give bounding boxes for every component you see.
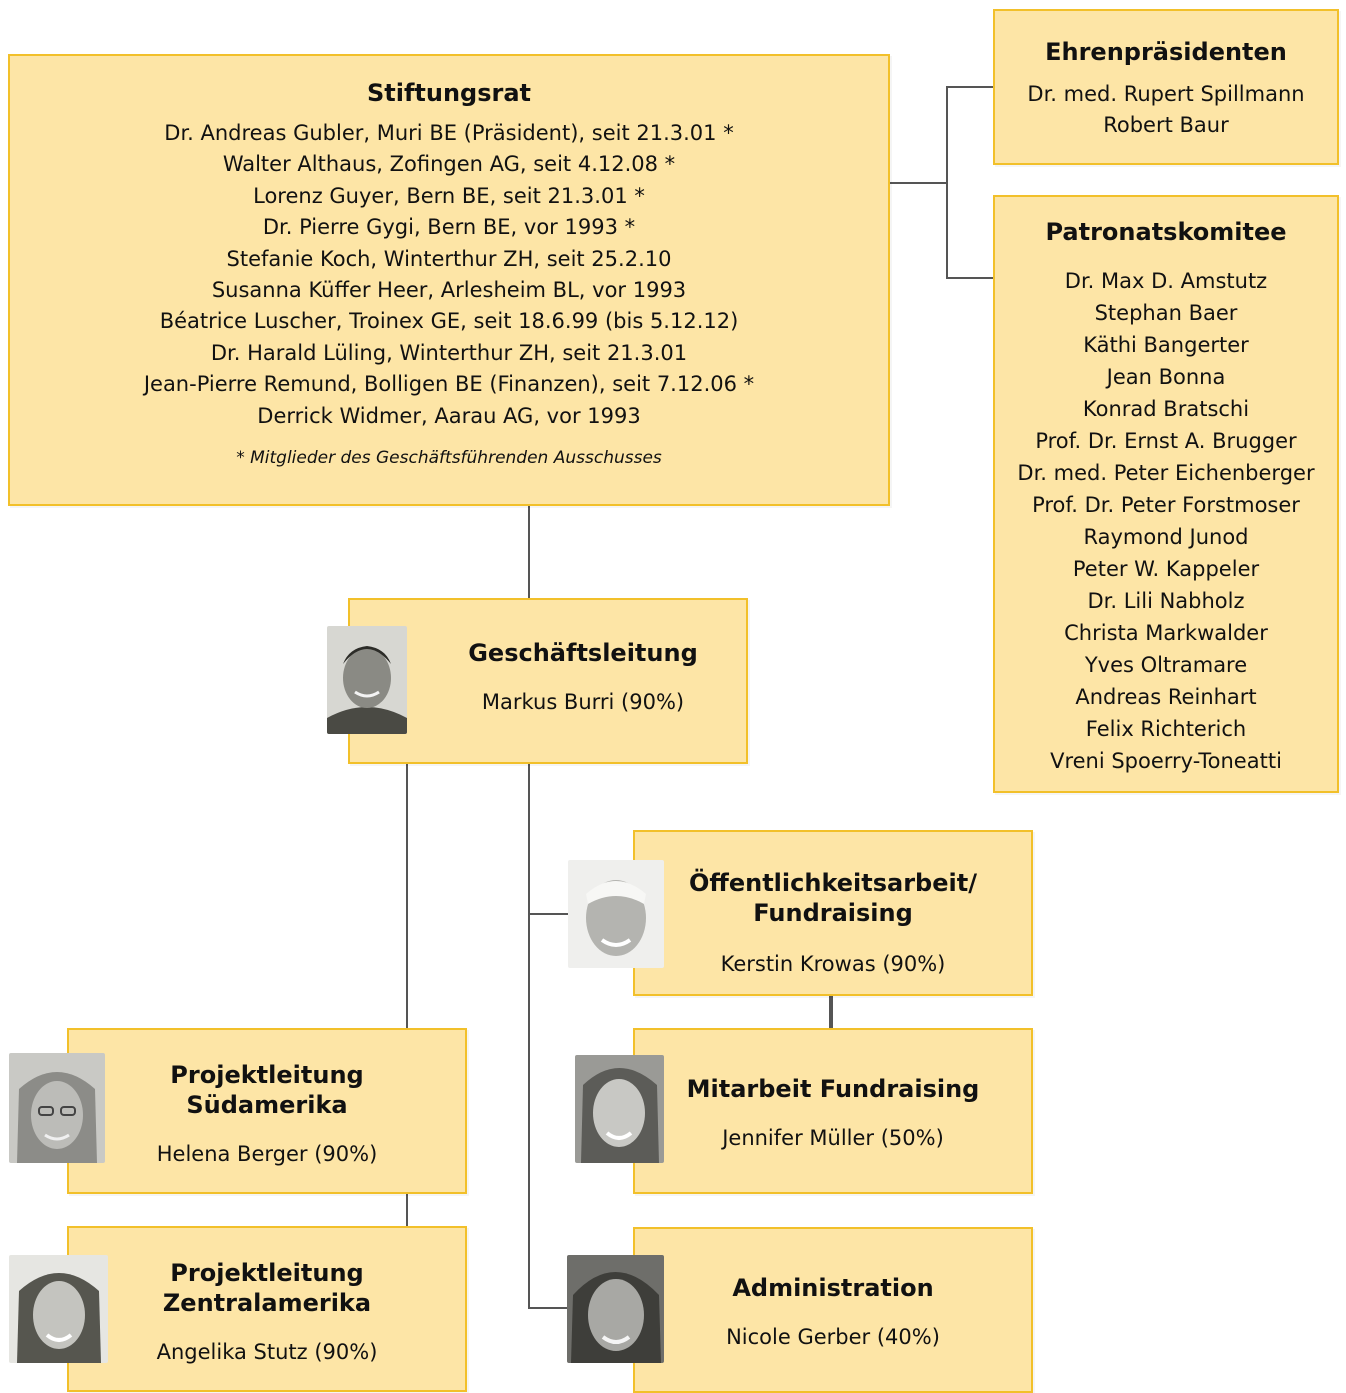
patronat-member: Dr. Max D. Amstutz: [1064, 269, 1268, 293]
oeffentlichkeitsarbeit-title-line2: Fundraising: [753, 899, 913, 927]
projektleitung-suedamerika-box: Projektleitung Südamerika Helena Berger …: [67, 1028, 467, 1194]
stiftungsrat-member: Béatrice Luscher, Troinex GE, seit 18.6.…: [159, 309, 739, 334]
connector-gl-center-vertical: [528, 763, 530, 1309]
connector-right-vertical: [946, 86, 948, 278]
ehrenpraesident-member: Robert Baur: [1103, 113, 1229, 138]
geschaeftsleitung-title: Geschäftsleitung: [468, 639, 698, 667]
connector-patronatskomitee: [946, 277, 994, 279]
connector-sued-zentral: [406, 1193, 408, 1227]
patronat-member: Dr. Lili Nabholz: [1087, 589, 1245, 613]
ehrenpraesident-member: Dr. med. Rupert Spillmann: [1027, 82, 1305, 106]
projektleitung-zentralamerika-person: Angelika Stutz (90%): [156, 1340, 378, 1364]
stiftungsrat-member: Susanna Küffer Heer, Arlesheim BL, vor 1…: [211, 278, 687, 303]
photo-markus-burri: [327, 626, 407, 734]
photo-jennifer-mueller: [575, 1055, 664, 1163]
connector-oeffentlichkeit: [528, 913, 570, 915]
administration-person: Nicole Gerber (40%): [726, 1325, 940, 1349]
connector-stiftungsrat-geschaeftsleitung: [528, 505, 530, 599]
geschaeftsleitung-box: Geschäftsleitung Markus Burri (90%): [348, 598, 748, 764]
mitarbeit-fundraising-person: Jennifer Müller (50%): [722, 1126, 944, 1150]
stiftungsrat-member: Dr. Pierre Gygi, Bern BE, vor 1993 *: [262, 215, 636, 240]
patronat-member: Vreni Spoerry-Toneatti: [1050, 749, 1282, 773]
patronat-member: Prof. Dr. Peter Forstmoser: [1032, 493, 1300, 517]
stiftungsrat-member: Dr. Andreas Gubler, Muri BE (Präsident),…: [164, 121, 734, 145]
oeffentlichkeitsarbeit-box: Öffentlichkeitsarbeit/ Fundraising Kerst…: [633, 830, 1033, 996]
patronat-member: Konrad Bratschi: [1082, 397, 1250, 421]
connector-oeff-mitarbeit: [829, 995, 833, 1029]
ehrenpraesidenten-member-list: Dr. med. Rupert Spillmann Robert Baur: [995, 79, 1337, 142]
patronatskomitee-title: Patronatskomitee: [1045, 218, 1287, 246]
projektleitung-zentralamerika-title: Projektleitung Zentralamerika: [69, 1258, 465, 1318]
stiftungsrat-member: Jean-Pierre Remund, Bolligen BE (Finanze…: [143, 372, 755, 397]
patronat-member: Prof. Dr. Ernst A. Brugger: [1035, 429, 1297, 453]
connector-administration: [528, 1307, 570, 1309]
patronat-member: Yves Oltramare: [1084, 653, 1248, 677]
mitarbeit-fundraising-box: Mitarbeit Fundraising Jennifer Müller (5…: [633, 1028, 1033, 1194]
patronat-member: Peter W. Kappeler: [1072, 557, 1260, 581]
projektleitung-zentralamerika-box: Projektleitung Zentralamerika Angelika S…: [67, 1226, 467, 1392]
stiftungsrat-member: Stefanie Koch, Winterthur ZH, seit 25.2.…: [226, 246, 672, 271]
patronat-member: Stephan Baer: [1094, 301, 1238, 325]
stiftungsrat-member: Dr. Harald Lüling, Winterthur ZH, seit 2…: [210, 340, 688, 365]
stiftungsrat-footnote: * Mitglieder des Geschäftsführenden Auss…: [236, 448, 662, 469]
projektleitung-suedamerika-title-line2: Südamerika: [186, 1091, 348, 1119]
stiftungsrat-member-list: Dr. Andreas Gubler, Muri BE (Präsident),…: [10, 118, 888, 432]
projektleitung-suedamerika-title-line1: Projektleitung: [170, 1061, 364, 1089]
stiftungsrat-box: Stiftungsrat Dr. Andreas Gubler, Muri BE…: [8, 54, 890, 506]
projektleitung-zentralamerika-title-line1: Projektleitung: [170, 1259, 364, 1287]
ehrenpraesidenten-title: Ehrenpräsidenten: [1045, 38, 1287, 66]
patronat-member: Jean Bonna: [1106, 365, 1226, 389]
patronatskomitee-box: Patronatskomitee Dr. Max D. Amstutz Step…: [993, 195, 1339, 793]
stiftungsrat-member: Derrick Widmer, Aarau AG, vor 1993: [257, 403, 641, 428]
stiftungsrat-member: Walter Althaus, Zofingen AG, seit 4.12.0…: [222, 152, 676, 177]
oeffentlichkeitsarbeit-title-line1: Öffentlichkeitsarbeit/: [689, 869, 977, 897]
patronat-member: Christa Markwalder: [1064, 621, 1268, 645]
patronat-member: Andreas Reinhart: [1075, 685, 1257, 709]
mitarbeit-fundraising-title: Mitarbeit Fundraising: [686, 1075, 980, 1103]
stiftungsrat-member: Lorenz Guyer, Bern BE, seit 21.3.01 *: [253, 183, 645, 208]
patronat-member: Käthi Bangerter: [1083, 333, 1249, 357]
oeffentlichkeitsarbeit-person: Kerstin Krowas (90%): [720, 952, 946, 976]
administration-box: Administration Nicole Gerber (40%): [633, 1227, 1033, 1393]
photo-helena-berger: [9, 1053, 105, 1163]
connector-ehrenpraesidenten: [946, 86, 994, 88]
patronat-member: Dr. med. Peter Eichenberger: [1017, 461, 1315, 485]
photo-angelika-stutz: [9, 1255, 108, 1363]
projektleitung-zentralamerika-title-line2: Zentralamerika: [162, 1289, 372, 1317]
patronatskomitee-member-list: Dr. Max D. Amstutz Stephan Baer Käthi Ba…: [995, 265, 1337, 777]
patronat-member: Felix Richterich: [1085, 717, 1247, 741]
administration-title: Administration: [732, 1274, 934, 1302]
photo-kerstin-krowas: [568, 860, 664, 968]
stiftungsrat-title: Stiftungsrat: [366, 79, 532, 107]
projektleitung-suedamerika-person: Helena Berger (90%): [156, 1142, 378, 1166]
connector-stiftungsrat-right: [889, 182, 947, 184]
ehrenpraesidenten-box: Ehrenpräsidenten Dr. med. Rupert Spillma…: [993, 9, 1339, 165]
patronat-member: Raymond Junod: [1083, 525, 1249, 549]
oeffentlichkeitsarbeit-title: Öffentlichkeitsarbeit/ Fundraising: [635, 868, 1031, 928]
projektleitung-suedamerika-title: Projektleitung Südamerika: [69, 1060, 465, 1120]
connector-gl-left-vertical: [406, 763, 408, 1029]
photo-nicole-gerber: [567, 1255, 664, 1363]
geschaeftsleitung-person: Markus Burri (90%): [481, 690, 685, 714]
